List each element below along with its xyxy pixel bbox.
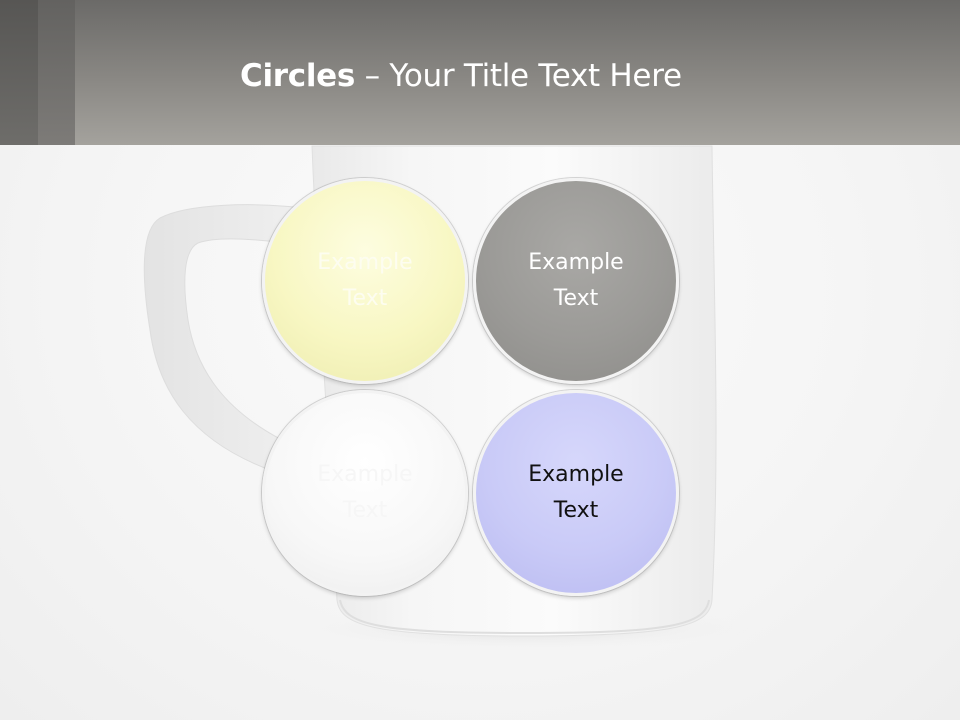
header-bar (0, 0, 960, 145)
header-stripe (38, 0, 75, 145)
title-bold: Circles (240, 58, 356, 94)
circle-label: Example Text (317, 462, 413, 523)
circle-blue[interactable]: Example Text (473, 390, 679, 596)
circle-white[interactable]: Example Text (262, 390, 468, 596)
circle-label: Example Text (528, 462, 624, 523)
slide-title[interactable]: Circles – Your Title Text Here (240, 52, 880, 100)
circle-label: Example Text (528, 250, 624, 311)
title-rest: – Your Title Text Here (355, 58, 682, 94)
circle-gray[interactable]: Example Text (473, 178, 679, 384)
header-stripe (0, 0, 38, 145)
circle-label: Example Text (317, 250, 413, 311)
circle-yellow[interactable]: Example Text (262, 178, 468, 384)
